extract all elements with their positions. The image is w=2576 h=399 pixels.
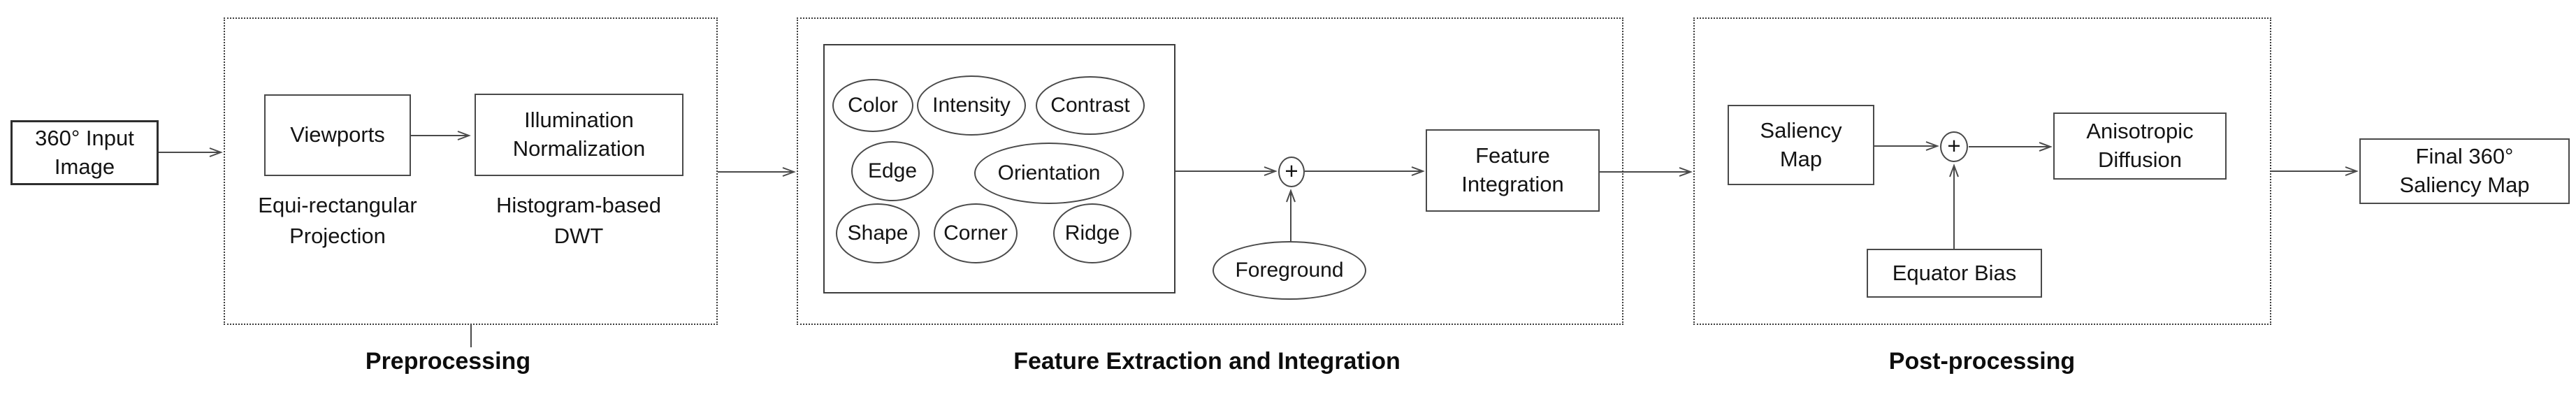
anisotropic-diffusion-box: Anisotropic Diffusion bbox=[2053, 113, 2227, 180]
feature-label-corner: Corner bbox=[943, 222, 1008, 245]
final-label-line1: Final 360° bbox=[2415, 144, 2514, 169]
postprocessing-section-box bbox=[1693, 17, 2271, 325]
illumination-label-line2: Normalization bbox=[512, 136, 646, 161]
equirectangular-caption-line2: Projection bbox=[289, 224, 386, 249]
feature-label-ridge: Ridge bbox=[1064, 222, 1120, 245]
histogram-caption-line2: DWT bbox=[553, 224, 604, 249]
feature-ellipse-orientation: Orientation bbox=[974, 143, 1124, 204]
feature-label-edge: Edge bbox=[867, 159, 918, 182]
feature-ellipse-edge: Edge bbox=[851, 141, 934, 201]
sum-node-equator: + bbox=[1940, 131, 1968, 162]
feature-integration-label-line2: Integration bbox=[1461, 172, 1564, 196]
equator-bias-label: Equator Bias bbox=[1892, 260, 2017, 285]
histogram-dwt-caption: Histogram-based DWT bbox=[496, 190, 661, 252]
feature-label-color: Color bbox=[848, 94, 898, 117]
foreground-label: Foreground bbox=[1235, 259, 1344, 282]
saliency-map-box: Saliency Map bbox=[1728, 105, 1874, 185]
sum-node-features: + bbox=[1278, 157, 1305, 187]
feature-ellipse-intensity: Intensity bbox=[917, 75, 1026, 136]
final-label-line2: Saliency Map bbox=[2399, 173, 2530, 197]
feature-ellipse-contrast: Contrast bbox=[1036, 76, 1145, 135]
feature-label-intensity: Intensity bbox=[932, 94, 1011, 117]
feature-label-orientation: Orientation bbox=[997, 161, 1101, 184]
feature-ellipse-color: Color bbox=[832, 79, 913, 132]
anisotropic-label-line1: Anisotropic bbox=[2086, 119, 2194, 144]
equirectangular-caption: Equi-rectangular Projection bbox=[258, 190, 417, 252]
feature-integration-label-line1: Feature bbox=[1475, 143, 1550, 168]
input-image-label-line1: 360° Input bbox=[35, 125, 134, 150]
illumination-normalization-box: Illumination Normalization bbox=[475, 94, 683, 176]
equirectangular-caption-line1: Equi-rectangular bbox=[258, 193, 417, 217]
feature-label-contrast: Contrast bbox=[1050, 94, 1130, 117]
preprocessing-section-box bbox=[224, 17, 718, 325]
postprocessing-section-label: Post-processing bbox=[1888, 348, 2076, 375]
plus-sign: + bbox=[1947, 132, 1961, 159]
illumination-label-line1: Illumination bbox=[524, 108, 634, 133]
equator-bias-box: Equator Bias bbox=[1867, 249, 2042, 298]
saliency-map-label-line2: Map bbox=[1779, 146, 1823, 171]
histogram-caption-line1: Histogram-based bbox=[495, 193, 662, 217]
feature-extraction-section-label: Feature Extraction and Integration bbox=[1013, 348, 1401, 375]
feature-ellipse-corner: Corner bbox=[934, 203, 1018, 263]
input-image-label-line2: Image bbox=[54, 154, 115, 179]
feature-ellipse-ridge: Ridge bbox=[1053, 203, 1131, 263]
anisotropic-label-line2: Diffusion bbox=[2097, 147, 2183, 172]
feature-integration-box: Feature Integration bbox=[1426, 129, 1600, 212]
feature-ellipse-shape: Shape bbox=[836, 203, 920, 263]
viewports-box: Viewports bbox=[264, 94, 411, 176]
plus-sign: + bbox=[1285, 157, 1298, 184]
preprocessing-section-label: Preprocessing bbox=[365, 348, 531, 375]
viewports-label: Viewports bbox=[290, 122, 385, 147]
feature-label-shape: Shape bbox=[847, 222, 909, 245]
feature-extraction-section-box bbox=[797, 17, 1623, 325]
foreground-ellipse: Foreground bbox=[1213, 241, 1366, 300]
final-saliency-map-box: Final 360° Saliency Map bbox=[2359, 138, 2570, 204]
saliency-map-label-line1: Saliency bbox=[1760, 117, 1842, 143]
input-image-box: 360° Input Image bbox=[10, 120, 159, 185]
